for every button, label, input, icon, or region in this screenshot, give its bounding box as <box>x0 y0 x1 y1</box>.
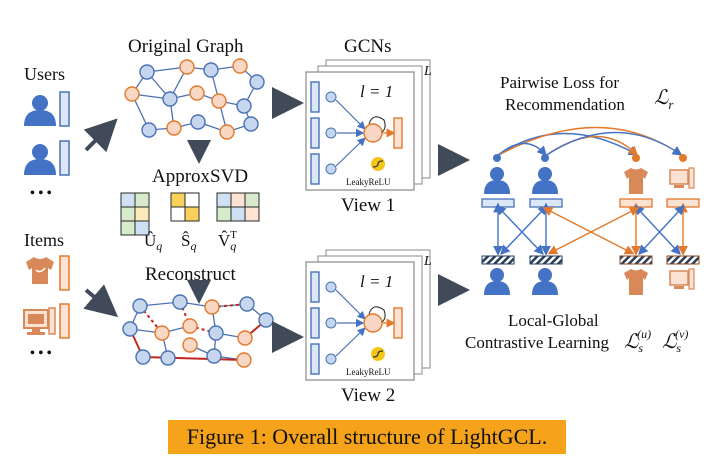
reconstruct-label: Reconstruct <box>145 264 236 285</box>
original-graph-title: Original Graph <box>128 36 244 57</box>
node-item-top-2 <box>679 154 687 162</box>
tshirt-icon-top <box>624 168 648 194</box>
loss-s-u-label: ℒs(u) <box>624 327 651 355</box>
user-icon-2 <box>24 144 56 175</box>
contrastive-arrows-cross <box>634 204 685 256</box>
local-global-label: Local-Global <box>508 311 599 330</box>
computer-icon <box>23 307 56 335</box>
user-embedding-1 <box>59 91 70 127</box>
user-icon-top-1 <box>484 167 510 194</box>
view1-label: View 1 <box>341 195 395 216</box>
user-icon-bottom-2 <box>532 268 558 295</box>
node-user-top-1 <box>493 154 501 162</box>
user-embedding-2 <box>59 140 70 176</box>
node-user-top-2 <box>541 154 549 162</box>
items-label: Items <box>24 230 64 250</box>
contrastive-arrows-mid <box>542 207 640 255</box>
arrow-to-reconstructed-graph <box>83 284 119 318</box>
gcns-title: GCNs <box>344 36 392 57</box>
gcn-view2 <box>305 249 431 381</box>
pairwise-loss-label-2: Recommendation <box>505 95 625 114</box>
reconstructed-graph-nodes <box>122 294 274 368</box>
pairwise-loss-label-1: Pairwise Loss for <box>500 73 619 92</box>
layer-count-label-1: L <box>423 64 432 79</box>
leakyrelu-label-1: LeakyReLU <box>346 177 391 187</box>
gcn-view1 <box>305 59 431 191</box>
node-item-top-1 <box>632 154 640 162</box>
loss-s-v-label: ℒs(v) <box>662 327 688 355</box>
view2-label: View 2 <box>341 385 395 406</box>
leakyrelu-label-2: LeakyReLU <box>346 367 391 377</box>
embedding-item-view1-1 <box>619 198 653 208</box>
users-ellipsis: • • • <box>30 186 52 201</box>
embedding-user-view1-2 <box>529 198 563 208</box>
computer-icon-top <box>669 167 695 189</box>
embedding-user-view2-1 <box>481 255 515 265</box>
item-embedding-1 <box>59 255 70 291</box>
computer-icon-bottom <box>669 268 695 290</box>
matrix-u <box>120 192 150 236</box>
contrastive-learning-label: Contrastive Learning <box>465 333 609 352</box>
u-q-label: Ûq <box>144 231 162 253</box>
layer-count-label-2: L <box>423 254 432 269</box>
figure-caption: Figure 1: Overall structure of LightGCL. <box>168 420 566 454</box>
tshirt-icon <box>26 257 54 284</box>
contrastive-arrows-users <box>493 202 551 256</box>
matrix-s <box>170 192 200 222</box>
embedding-item-view1-2 <box>666 198 700 208</box>
v-q-label: V̂qT <box>218 229 237 253</box>
pairwise-arcs <box>496 126 683 157</box>
embedding-user-view2-2 <box>529 255 563 265</box>
tshirt-icon-bottom <box>624 269 648 295</box>
items-ellipsis: • • • <box>30 346 52 361</box>
layer-label-2: l = 1 <box>360 272 393 291</box>
arrow-to-original-graph <box>83 118 118 153</box>
embedding-user-view1-1 <box>481 198 515 208</box>
user-icon-1 <box>24 95 56 126</box>
embedding-item-view2-2 <box>666 255 700 265</box>
s-q-label: Ŝq <box>181 231 196 253</box>
embedding-item-view2-1 <box>619 255 653 265</box>
users-label: Users <box>24 64 65 84</box>
approxsvd-label: ApproxSVD <box>152 166 248 187</box>
loss-r-label: ℒr <box>654 87 674 112</box>
user-icon-top-2 <box>532 167 558 194</box>
matrix-v <box>216 192 260 222</box>
item-embedding-2 <box>59 303 70 339</box>
original-graph-nodes <box>124 58 265 140</box>
user-icon-bottom-1 <box>484 268 510 295</box>
layer-label-1: l = 1 <box>360 82 393 101</box>
